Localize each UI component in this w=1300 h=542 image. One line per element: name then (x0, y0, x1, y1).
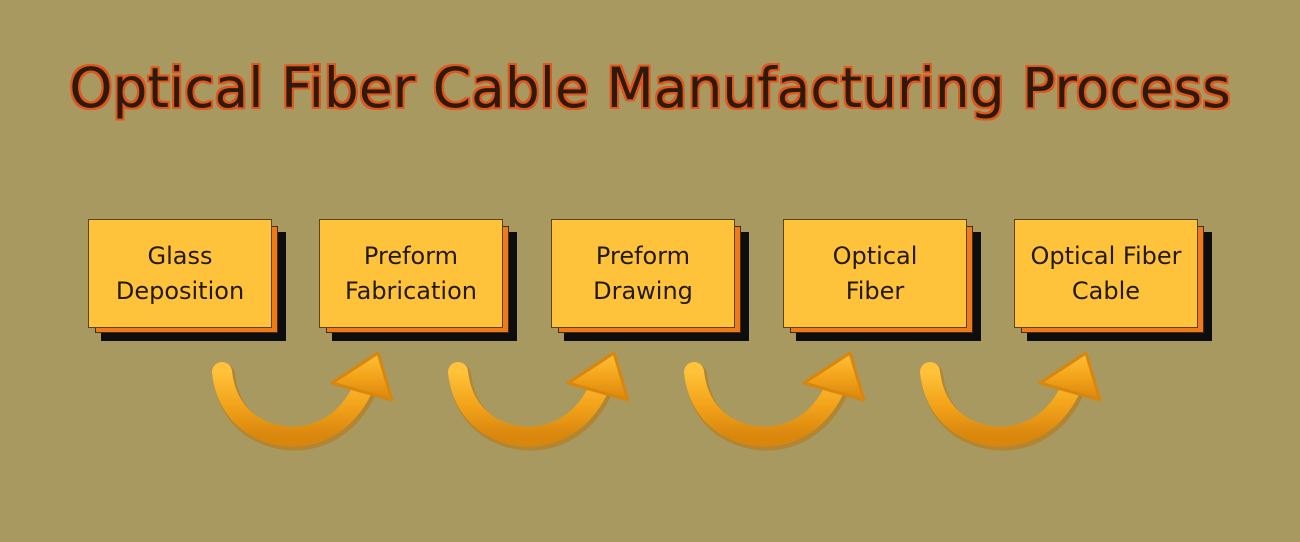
step-optical-fiber: Optical Fiber (783, 219, 981, 341)
step-label-line2: Drawing (593, 276, 693, 305)
step-label-line1: Preform (363, 241, 459, 270)
step-label-line1: Preform (595, 241, 691, 270)
step-label-line2: Deposition (115, 276, 245, 305)
step-label-line2: Fiber (845, 276, 905, 305)
curved-arrow-icon (920, 351, 1102, 451)
step-label: Glass Deposition (112, 239, 248, 309)
curved-arrow-icon (684, 351, 866, 451)
step-card: Optical Fiber Cable (1014, 219, 1198, 328)
step-card: Preform Drawing (551, 219, 735, 328)
step-glass-deposition: Glass Deposition (88, 219, 286, 341)
step-card: Preform Fabrication (319, 219, 503, 328)
step-label-line1: Optical Fiber (1030, 241, 1182, 270)
step-label: Optical Fiber (829, 239, 922, 309)
step-label: Optical Fiber Cable (1027, 239, 1186, 309)
step-label: Preform Drawing (589, 239, 697, 309)
step-label-line1: Glass (147, 241, 213, 270)
step-label-line1: Optical (832, 241, 918, 270)
step-card: Glass Deposition (88, 219, 272, 328)
step-preform-drawing: Preform Drawing (551, 219, 749, 341)
step-card: Optical Fiber (783, 219, 967, 328)
curved-arrow-icon (448, 351, 630, 451)
step-preform-fabrication: Preform Fabrication (319, 219, 517, 341)
step-label: Preform Fabrication (341, 239, 481, 309)
step-label-line2: Fabrication (345, 276, 477, 305)
diagram-title: Optical Fiber Cable Manufacturing Proces… (69, 56, 1231, 120)
step-optical-fiber-cable: Optical Fiber Cable (1014, 219, 1212, 341)
curved-arrow-icon (212, 351, 394, 451)
step-label-line2: Cable (1071, 276, 1141, 305)
